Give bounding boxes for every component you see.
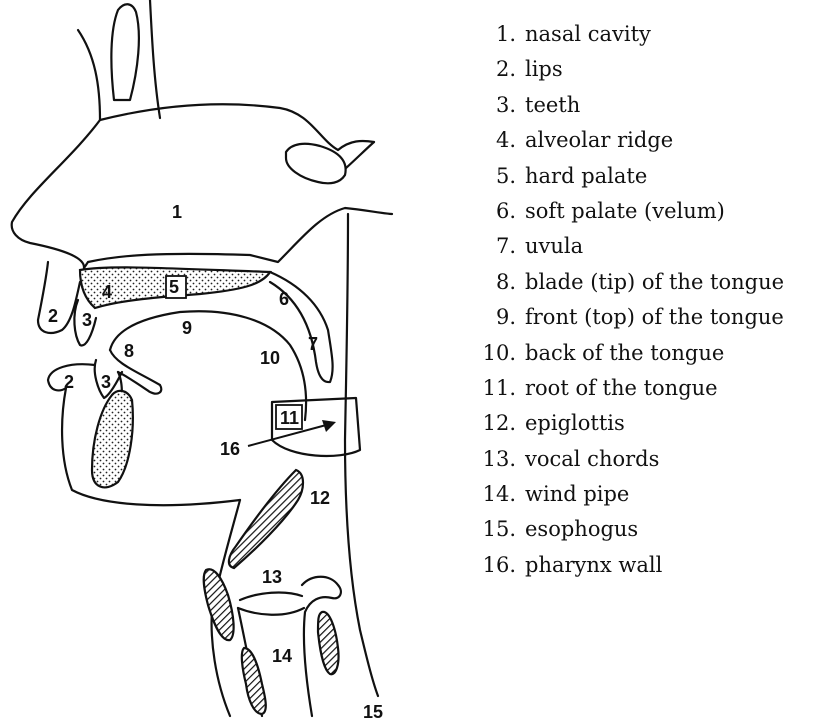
legend-number: 9. — [470, 305, 516, 329]
legend-item: 4. alveolar ridge — [470, 128, 784, 163]
label-soft-palate: 6 — [279, 289, 289, 309]
legend-label: wind pipe — [525, 482, 629, 506]
epiglottis — [229, 470, 303, 568]
legend-item: 11. root of the tongue — [470, 376, 784, 411]
legend-label: hard palate — [525, 164, 647, 188]
legend-number: 7. — [470, 234, 516, 258]
lower-lip-chin — [48, 364, 240, 505]
legend-label: pharynx wall — [525, 553, 662, 577]
legend-label: vocal chords — [525, 447, 659, 471]
arrowhead — [322, 420, 336, 432]
legend-number: 8. — [470, 270, 516, 294]
label-wind-pipe: 14 — [272, 646, 292, 666]
label-alveolar-ridge: 4 — [102, 282, 112, 302]
legend-item: 14. wind pipe — [470, 482, 784, 517]
label-esophogus: 15 — [363, 702, 383, 721]
legend-item: 9. front (top) of the tongue — [470, 305, 784, 340]
legend-label: alveolar ridge — [525, 128, 673, 152]
legend-label: front (top) of the tongue — [525, 305, 784, 329]
larynx-left-cartilage — [204, 569, 234, 640]
legend-item: 13. vocal chords — [470, 447, 784, 482]
legend-number: 1. — [470, 22, 516, 46]
legend-item: 8. blade (tip) of the tongue — [470, 270, 784, 305]
legend-label: esophogus — [525, 517, 638, 541]
legend-label: root of the tongue — [525, 376, 718, 400]
label-blade: 8 — [124, 341, 134, 361]
legend-number: 11. — [470, 376, 516, 400]
nasal-septum-right — [150, 0, 160, 118]
label-nasal-cavity: 1 — [172, 202, 182, 222]
label-hard-palate: 5 — [169, 277, 179, 297]
legend-item: 5. hard palate — [470, 164, 784, 199]
legend-list: 1. nasal cavity 2. lips 3. teeth 4. alveolar… — [470, 22, 784, 588]
label-teeth-lower: 3 — [101, 372, 111, 392]
trachea-ring-left — [242, 648, 266, 714]
label-pharynx-wall: 16 — [220, 439, 240, 459]
label-root: 11 — [280, 408, 299, 428]
legend-number: 3. — [470, 93, 516, 117]
legend-label: blade (tip) of the tongue — [525, 270, 784, 294]
legend-label: nasal cavity — [525, 22, 651, 46]
legend-label: teeth — [525, 93, 580, 117]
pharynx-back-wall — [345, 214, 378, 696]
label-lips-lower: 2 — [64, 372, 74, 392]
legend-number: 2. — [470, 57, 516, 81]
legend-item: 15. esophogus — [470, 517, 784, 552]
legend-label: uvula — [525, 234, 583, 258]
legend-number: 12. — [470, 411, 516, 435]
legend-number: 14. — [470, 482, 516, 506]
legend-item: 1. nasal cavity — [470, 22, 784, 57]
nasal-cavity-top — [100, 104, 374, 150]
legend-label: lips — [525, 57, 563, 81]
mandible — [92, 391, 133, 488]
legend-number: 6. — [470, 199, 516, 223]
label-lips-upper: 2 — [48, 306, 58, 326]
vocal-chords — [240, 593, 302, 600]
label-teeth-upper: 3 — [82, 310, 92, 330]
legend-item: 12. epiglottis — [470, 411, 784, 446]
nasal-cavity-outline — [12, 120, 100, 268]
label-vocal-chords: 13 — [262, 567, 282, 587]
legend-number: 15. — [470, 517, 516, 541]
legend-item: 6. soft palate (velum) — [470, 199, 784, 234]
label-uvula: 7 — [308, 334, 318, 354]
legend-number: 5. — [470, 164, 516, 188]
legend-number: 13. — [470, 447, 516, 471]
legend-item: 10. back of the tongue — [470, 341, 784, 376]
label-front: 9 — [182, 318, 192, 338]
trachea-ring-right — [318, 612, 339, 674]
label-epiglottis: 12 — [310, 488, 330, 508]
legend-item: 7. uvula — [470, 234, 784, 269]
label-back: 10 — [260, 348, 280, 368]
legend-item: 16. pharynx wall — [470, 553, 784, 588]
legend-number: 16. — [470, 553, 516, 577]
nasal-cavity-roof — [84, 208, 392, 268]
legend-item: 3. teeth — [470, 93, 784, 128]
turbinate-tail — [346, 142, 374, 168]
vocal-chords-lower — [238, 608, 304, 615]
nasal-septum-inner — [111, 4, 139, 100]
legend-number: 4. — [470, 128, 516, 152]
legend-label: epiglottis — [525, 411, 625, 435]
legend-item: 2. lips — [470, 57, 784, 92]
legend-label: soft palate (velum) — [525, 199, 725, 223]
nasal-bone-outline — [78, 30, 100, 120]
legend-number: 10. — [470, 341, 516, 365]
legend-label: back of the tongue — [525, 341, 724, 365]
